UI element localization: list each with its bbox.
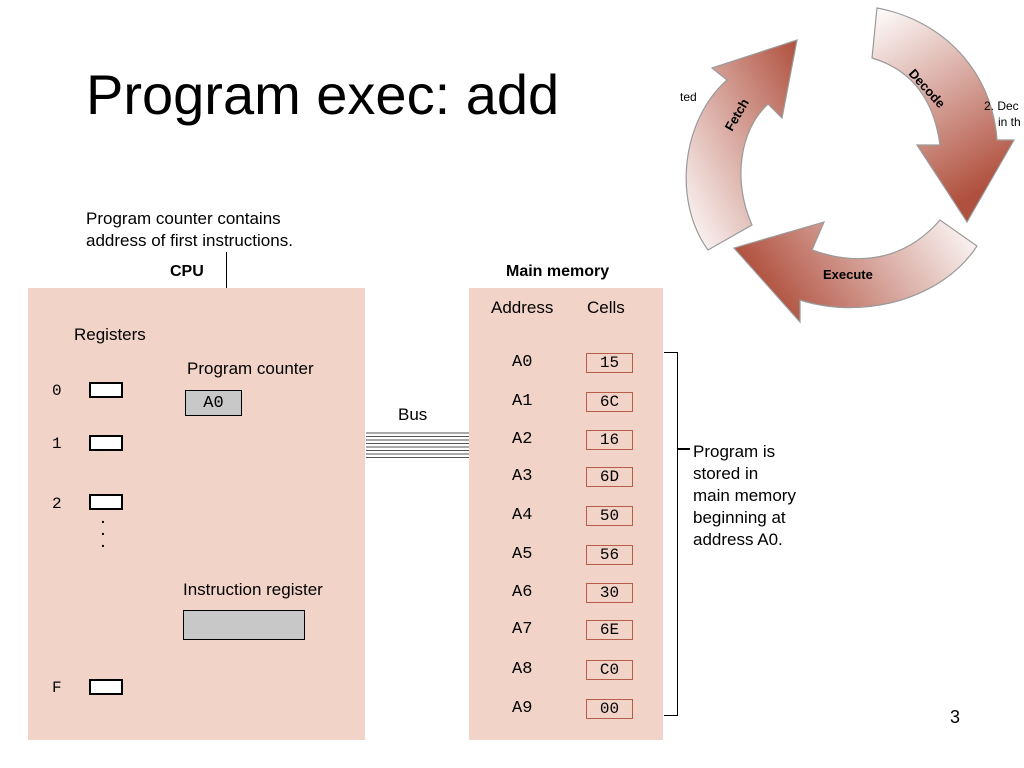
program-counter-label: Program counter [187,359,314,378]
memory-address: A6 [512,583,533,602]
register-index: 1 [52,435,62,453]
memory-row: A9 00 [469,698,663,720]
register-box [89,382,123,398]
memory-cell: 15 [586,353,633,373]
fetch-arrow [685,39,798,251]
registers-ellipsis: . . . [101,510,105,550]
memory-cell: 00 [586,699,633,719]
program-counter-value: A0 [185,390,242,416]
bus-lines [366,432,469,458]
memory-address: A2 [512,430,533,449]
memory-cell: 50 [586,506,633,526]
memory-address: A0 [512,353,533,372]
cycle-right-text-2: in th [998,115,1021,129]
memory-address: A4 [512,506,533,525]
memory-address: A7 [512,620,533,639]
memory-address: A9 [512,699,533,718]
decode-arrow [871,7,1016,224]
cycle-left-text: ted [680,90,697,104]
memory-panel [469,288,663,740]
execute-label: Execute [823,267,873,282]
memory-cell: 30 [586,583,633,603]
register-box [89,494,123,510]
memory-address: A5 [512,545,533,564]
program-bracket [664,352,678,716]
memory-row: A7 6E [469,619,663,641]
memory-cell: 6E [586,620,633,640]
memory-row: A0 15 [469,352,663,374]
memory-cell: C0 [586,660,633,680]
main-memory-label: Main memory [506,263,610,280]
memory-address: A1 [512,392,533,411]
slide-title: Program exec: add [86,63,560,126]
program-storage-note: Program is stored in main memory beginni… [693,442,796,549]
memory-row: A1 6C [469,391,663,413]
execute-arrow [732,219,978,324]
memory-address: A8 [512,660,533,679]
address-header: Address [491,298,554,317]
bus-label: Bus [398,405,428,424]
registers-label: Registers [74,325,146,344]
program-counter-annotation: Program counter contains address of firs… [86,209,293,250]
register-index: 2 [52,495,62,513]
instruction-register-box [183,610,305,640]
cpu-panel [28,288,365,740]
memory-row: A8 C0 [469,659,663,681]
memory-row: A4 50 [469,505,663,527]
cpu-label: CPU [170,263,204,280]
memory-cell: 16 [586,430,633,450]
instruction-register-label: Instruction register [183,580,323,599]
slide-number: 3 [950,707,961,727]
instruction-cycle-graphic: Fetch Decode Execute ted 2. Dec in th [672,0,1024,340]
program-bracket-tick [678,448,690,450]
register-box [89,679,123,695]
register-box [89,435,123,451]
memory-cell: 56 [586,545,633,565]
memory-row: A6 30 [469,582,663,604]
memory-row: A2 16 [469,429,663,451]
memory-row: A5 56 [469,544,663,566]
memory-cell: 6C [586,392,633,412]
register-index: 0 [52,382,62,400]
cycle-right-text-1: 2. Dec [984,99,1019,113]
memory-address: A3 [512,467,533,486]
memory-row: A3 6D [469,466,663,488]
memory-cell: 6D [586,467,633,487]
register-index: F [52,679,62,697]
cells-header: Cells [587,298,625,317]
